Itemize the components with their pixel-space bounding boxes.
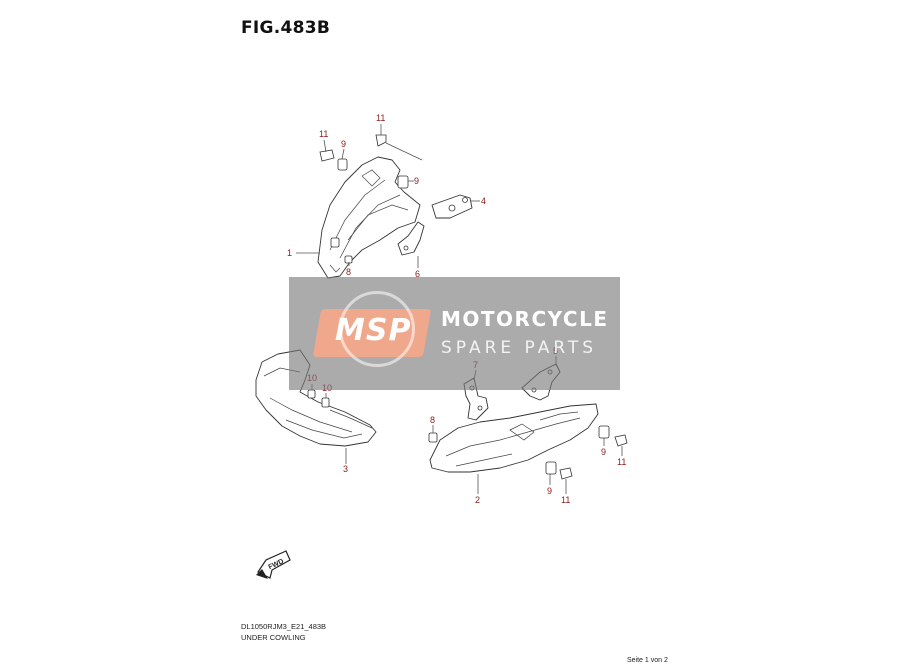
watermark-line2: SPARE PARTS [441, 338, 598, 358]
callout-11: 11 [319, 129, 328, 139]
callout-4: 4 [481, 196, 486, 206]
callout-11: 11 [376, 113, 385, 123]
callout-3: 3 [343, 464, 348, 474]
callout-9: 9 [547, 486, 552, 496]
figure-title: FIG.483B [241, 18, 331, 38]
watermark-line1: MOTORCYCLE [441, 307, 609, 331]
watermark-overlay: MSP MOTORCYCLE SPARE PARTS [289, 277, 620, 390]
page-label: Seite 1 von 2 [627, 657, 668, 664]
part-4-bracket[interactable] [431, 194, 473, 219]
section-name: UNDER COWLING [241, 633, 306, 642]
lower-hardware [307, 389, 628, 480]
callout-6: 6 [415, 269, 420, 279]
part-6-bracket[interactable] [397, 221, 425, 256]
callout-9: 9 [414, 176, 419, 186]
callout-9: 9 [341, 139, 346, 149]
callout-1: 1 [287, 248, 292, 258]
fwd-arrow-icon: FWD [256, 550, 291, 579]
callout-11: 11 [561, 495, 570, 505]
globe-icon [339, 291, 415, 367]
model-code: DL1050RJM3_E21_483B [241, 622, 327, 631]
upper-hardware [319, 134, 409, 264]
callout-2: 2 [475, 495, 480, 505]
callout-8: 8 [346, 267, 351, 277]
callout-8: 8 [430, 415, 435, 425]
watermark-logo-text: MSP [335, 313, 412, 348]
callout-11: 11 [617, 457, 626, 467]
callout-9: 9 [601, 447, 606, 457]
part-2-lower-cowl[interactable] [429, 403, 599, 473]
part-1-bracket[interactable] [317, 156, 421, 279]
